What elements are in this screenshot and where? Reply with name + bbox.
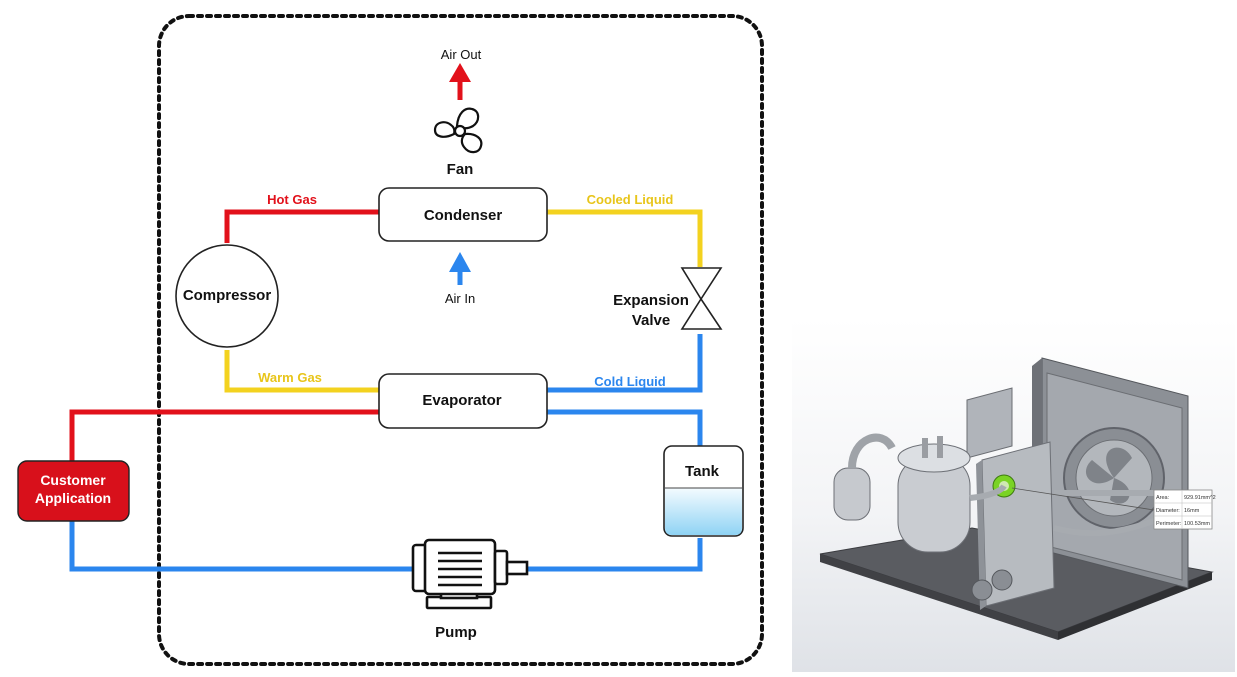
hot-gas-pipe (224, 209, 380, 243)
cad-measurement-callout: Area: 929.91mm^2 Diameter: 16mm Perimete… (1153, 489, 1216, 530)
evaporator-box (378, 373, 548, 429)
callout-diameter-value: 16mm (1184, 508, 1200, 514)
expansion-valve-icon (680, 267, 723, 330)
air-in-arrow (449, 252, 471, 285)
callout-area-label: Area: (1156, 495, 1170, 501)
cold-liquid-pipe (547, 334, 703, 393)
system-boundary (157, 14, 764, 666)
callout-perimeter-value: 100.53mm (1184, 521, 1210, 527)
callout-diameter-label: Diameter: (1156, 508, 1180, 514)
cold-liquid-label: Cold Liquid (594, 374, 666, 389)
air-in-label: Air In (445, 291, 475, 306)
customer-return-pipe (69, 521, 416, 572)
cad-control-box (966, 387, 1013, 459)
pump-label: Pump (435, 624, 477, 641)
compressor-label: Compressor (183, 287, 272, 304)
cad-plate-heat-exchanger (971, 441, 1055, 610)
customer-application-label-line2: Application (35, 490, 111, 506)
customer-application-label-line1: Customer (40, 472, 106, 488)
expansion-valve-label-line2: Valve (632, 312, 670, 329)
callout-area-value: 929.91mm^2 (1184, 495, 1216, 501)
compressor-circle (175, 244, 279, 348)
air-out-label: Air Out (441, 47, 482, 62)
tank-icon (663, 445, 744, 537)
cad-model-render: Area: 929.91mm^2 Diameter: 16mm Perimete… (792, 318, 1235, 672)
cooled-liquid-pipe (547, 209, 703, 267)
tank-label: Tank (685, 463, 720, 480)
warm-gas-pipe (224, 350, 380, 393)
fan-icon (433, 107, 483, 154)
air-out-arrow (449, 63, 471, 100)
tank-return-pipe (547, 409, 703, 446)
cooled-liquid-label: Cooled Liquid (587, 192, 674, 207)
cad-fan-housing (1032, 357, 1189, 589)
fan-label: Fan (447, 161, 474, 178)
callout-perimeter-label: Perimeter: (1156, 521, 1182, 527)
customer-supply-pipe (69, 409, 380, 461)
expansion-valve-label-line1: Expansion (613, 292, 689, 309)
cad-compressor (897, 436, 971, 553)
hot-gas-label: Hot Gas (267, 192, 317, 207)
condenser-box (378, 187, 548, 242)
customer-application-box (17, 460, 130, 522)
cad-accumulator (833, 433, 896, 521)
evaporator-label: Evaporator (422, 392, 501, 409)
pump-icon (411, 538, 529, 610)
refrigeration-cycle-diagram: Air Out Fan Hot Gas Condenser Cooled Liq… (17, 14, 764, 666)
warm-gas-label: Warm Gas (258, 370, 322, 385)
pump-to-tank-pipe (527, 538, 703, 572)
condenser-label: Condenser (424, 207, 503, 224)
